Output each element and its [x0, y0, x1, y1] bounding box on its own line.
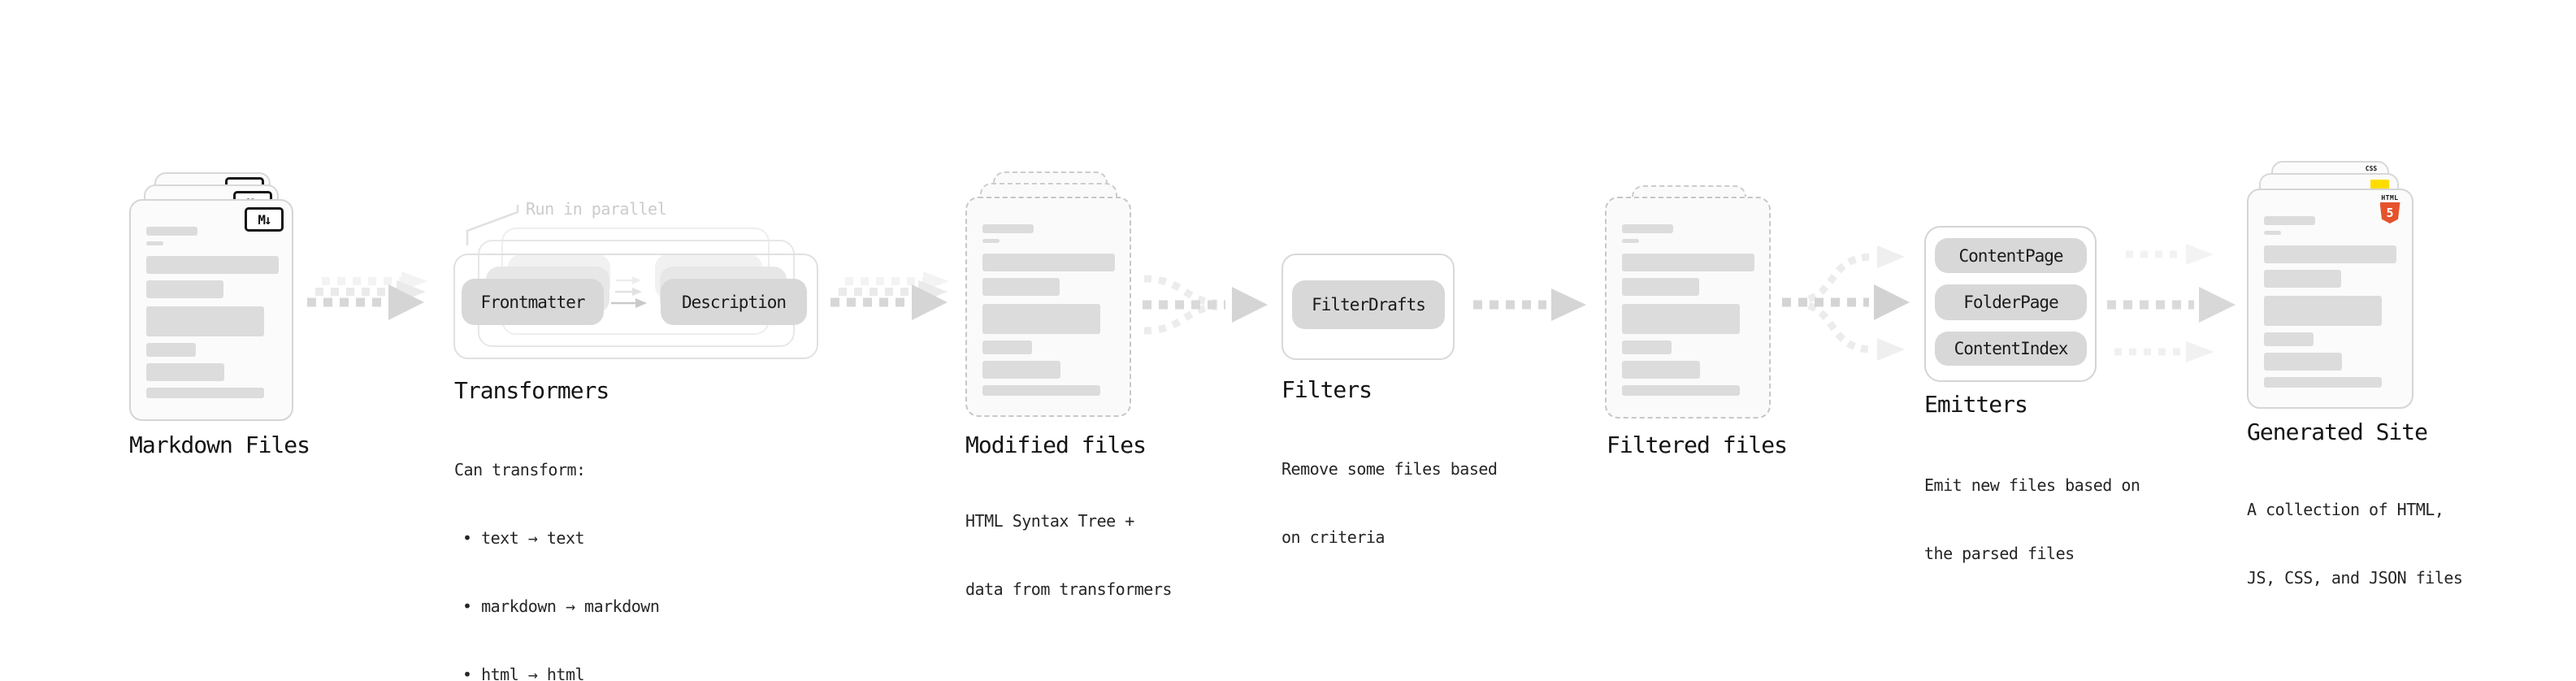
- emitter-step-folderpage: FolderPage: [1935, 284, 2087, 320]
- transformer-step-frontmatter: Frontmatter: [462, 279, 604, 325]
- placeholder-line: [1622, 239, 1639, 243]
- arrow-filtered-to-emitters: [1782, 245, 1910, 361]
- placeholder-line: [982, 239, 1000, 243]
- placeholder-line: [982, 340, 1032, 354]
- placeholder-line: [1622, 254, 1754, 271]
- css-badge-label: CSS: [2365, 165, 2378, 172]
- filters-label: Filters: [1281, 376, 1373, 403]
- file-card-front: [1605, 197, 1771, 419]
- description-line: on criteria: [1281, 527, 1385, 547]
- modified-files-description: HTML Syntax Tree + data from transformer…: [965, 464, 1172, 646]
- arrow-markdown-to-transformers: [307, 271, 427, 320]
- can-transform-title: Can transform:: [454, 460, 586, 479]
- placeholder-line: [1622, 304, 1740, 334]
- bullet-item: • text → text: [462, 528, 585, 548]
- run-in-parallel-annotation: Run in parallel: [526, 199, 667, 219]
- placeholder-line: [146, 280, 223, 298]
- arrow-transformers-to-modified: [830, 271, 949, 320]
- html5-logo-icon: HTML 5: [2379, 194, 2400, 223]
- transformer-step-description: Description: [661, 279, 807, 325]
- emitters-description: Emit new files based on the parsed files: [1924, 428, 2140, 610]
- placeholder-line: [146, 256, 279, 274]
- placeholder-line: [2264, 353, 2342, 371]
- placeholder-line: [2264, 377, 2382, 388]
- bullet-item: • html → html: [462, 665, 585, 681]
- file-card-front: [965, 197, 1131, 417]
- generated-site-label: Generated Site: [2247, 419, 2428, 445]
- description-line: Emit new files based on: [1924, 475, 2140, 495]
- placeholder-line: [146, 388, 264, 398]
- placeholder-line: [146, 241, 163, 245]
- emitter-step-label: ContentIndex: [1954, 339, 2069, 358]
- js-file-icon: [2370, 180, 2389, 191]
- placeholder-line: [146, 343, 196, 357]
- placeholder-line: [2264, 245, 2396, 263]
- parallel-step-arrows: [611, 276, 647, 308]
- placeholder-line: [1622, 385, 1740, 396]
- emitter-step-label: ContentPage: [1958, 245, 2063, 266]
- emitter-step-label: FolderPage: [1963, 293, 2058, 312]
- modified-files-label: Modified files: [965, 432, 1147, 458]
- placeholder-line: [982, 224, 1034, 233]
- description-line: HTML Syntax Tree +: [965, 511, 1134, 531]
- placeholder-line: [982, 361, 1060, 379]
- placeholder-line: [982, 304, 1100, 334]
- placeholder-line: [1622, 278, 1699, 296]
- placeholder-line: [2264, 332, 2314, 346]
- description-line: data from transformers: [965, 579, 1172, 599]
- arrow-filters-to-filtered: [1473, 288, 1586, 321]
- transformer-step-label: Description: [681, 292, 787, 312]
- description-line: the parsed files: [1924, 544, 2075, 563]
- annotation-connector-line: [466, 205, 519, 245]
- placeholder-line: [982, 385, 1100, 396]
- transformers-description: Can transform: • text → text • markdown …: [454, 413, 660, 681]
- placeholder-line: [2264, 296, 2382, 326]
- description-line: A collection of HTML,: [2247, 500, 2444, 519]
- emitter-step-contentindex: ContentIndex: [1935, 332, 2087, 366]
- file-card-front: M↓: [129, 199, 293, 421]
- placeholder-line: [982, 254, 1115, 271]
- html5-number: 5: [2386, 206, 2394, 220]
- placeholder-line: [982, 278, 1060, 296]
- markdown-icon: M↓: [245, 207, 284, 232]
- arrow-emitters-to-generated: [2107, 244, 2236, 362]
- transformer-step-label: Frontmatter: [480, 292, 585, 312]
- filters-description: Remove some files based on criteria: [1281, 412, 1498, 594]
- markdown-files-label: Markdown Files: [129, 432, 310, 458]
- placeholder-line: [1622, 340, 1672, 354]
- bullet-item: • markdown → markdown: [462, 596, 660, 616]
- placeholder-line: [146, 363, 224, 381]
- placeholder-line: [146, 227, 197, 236]
- filtered-files-label: Filtered files: [1607, 432, 1788, 458]
- html5-badge-label: HTML: [2381, 194, 2399, 202]
- placeholder-line: [2264, 231, 2281, 235]
- placeholder-line: [1622, 361, 1700, 379]
- generated-site-description: A collection of HTML, JS, CSS, and JSON …: [2247, 453, 2463, 635]
- placeholder-line: [2264, 216, 2315, 225]
- transformer-panel-front: [453, 254, 818, 359]
- filter-step-filterdrafts: FilterDrafts: [1292, 280, 1445, 329]
- arrow-modified-to-filters: [1143, 275, 1268, 335]
- placeholder-line: [146, 306, 264, 336]
- filter-step-label: FilterDrafts: [1312, 295, 1426, 314]
- placeholder-line: [1622, 224, 1673, 233]
- placeholder-line: [2264, 270, 2341, 288]
- file-card-front: HTML 5: [2247, 189, 2413, 409]
- emitter-step-contentpage: ContentPage: [1935, 238, 2087, 273]
- description-line: Remove some files based: [1281, 459, 1498, 479]
- transformers-label: Transformers: [454, 377, 609, 404]
- emitters-label: Emitters: [1924, 391, 2028, 418]
- description-line: JS, CSS, and JSON files: [2247, 568, 2463, 588]
- html5-shield: 5: [2379, 202, 2400, 223]
